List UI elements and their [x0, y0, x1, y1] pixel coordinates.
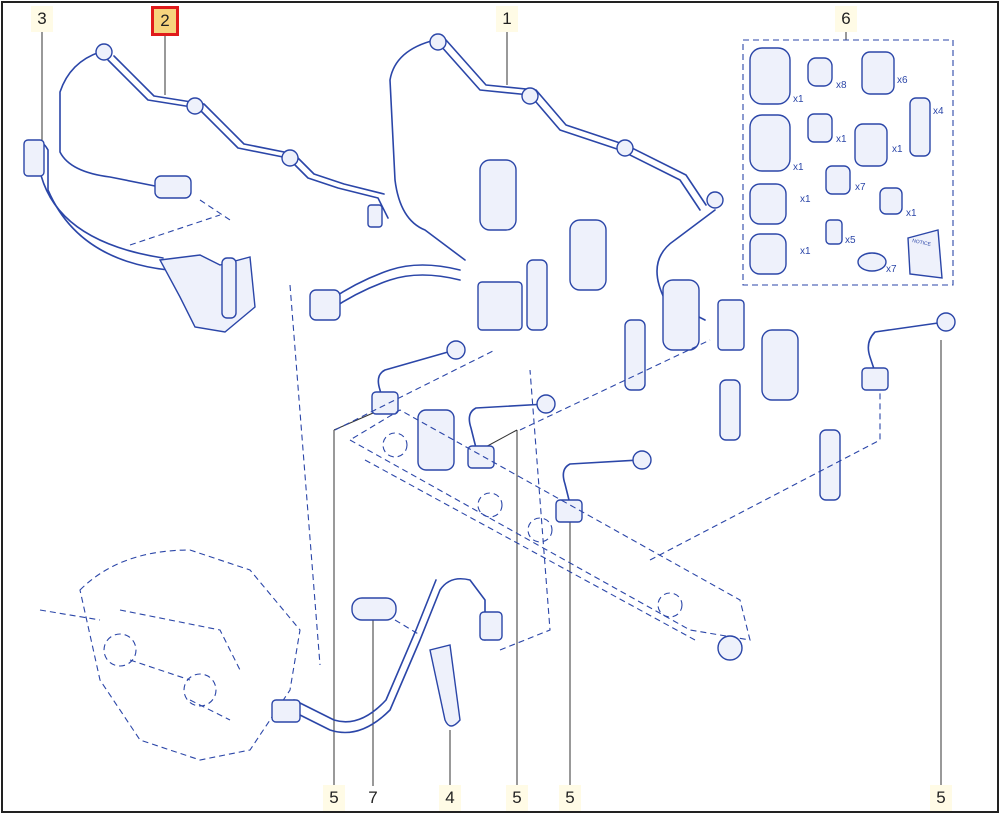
callout-2-selected[interactable]: 2 [151, 6, 179, 36]
callout-5[interactable]: 5 [506, 785, 528, 811]
callout-3[interactable]: 3 [31, 6, 53, 32]
callout-6[interactable]: 6 [835, 6, 857, 32]
high-pressure-pump [39, 549, 301, 761]
kit-qty: x1 [892, 144, 903, 155]
part-6-kit[interactable] [742, 39, 954, 286]
part-5-injector-pipes[interactable] [371, 312, 956, 523]
part-4-hp-pipe[interactable] [271, 577, 503, 734]
callout-5[interactable]: 5 [323, 785, 345, 811]
kit-qty: x4 [933, 106, 944, 117]
callout-5[interactable]: 5 [559, 785, 581, 811]
kit-qty: x1 [793, 94, 804, 105]
kit-qty: x8 [836, 80, 847, 91]
kit-qty: x1 [793, 162, 804, 173]
kit-qty: x1 [836, 134, 847, 145]
kit-qty: x1 [800, 246, 811, 257]
kit-qty: x5 [845, 235, 856, 246]
kit-qty: x1 [800, 194, 811, 205]
part-1-return-hose[interactable] [309, 33, 745, 351]
callout-7[interactable]: 7 [368, 788, 378, 807]
kit-qty: x6 [897, 75, 908, 86]
kit-qty: x7 [855, 182, 866, 193]
callout-1[interactable]: 1 [496, 6, 518, 32]
leader-lines [41, 32, 942, 786]
part-7-sleeve[interactable] [351, 597, 421, 636]
part-3-return-hose[interactable] [23, 139, 256, 333]
part-2-return-hose[interactable] [59, 43, 389, 246]
callout-5[interactable]: 5 [930, 785, 952, 811]
kit-qty: x7 [886, 264, 897, 275]
kit-qty: x1 [906, 208, 917, 219]
callout-4[interactable]: 4 [439, 785, 461, 811]
fuel-rail [289, 284, 881, 666]
